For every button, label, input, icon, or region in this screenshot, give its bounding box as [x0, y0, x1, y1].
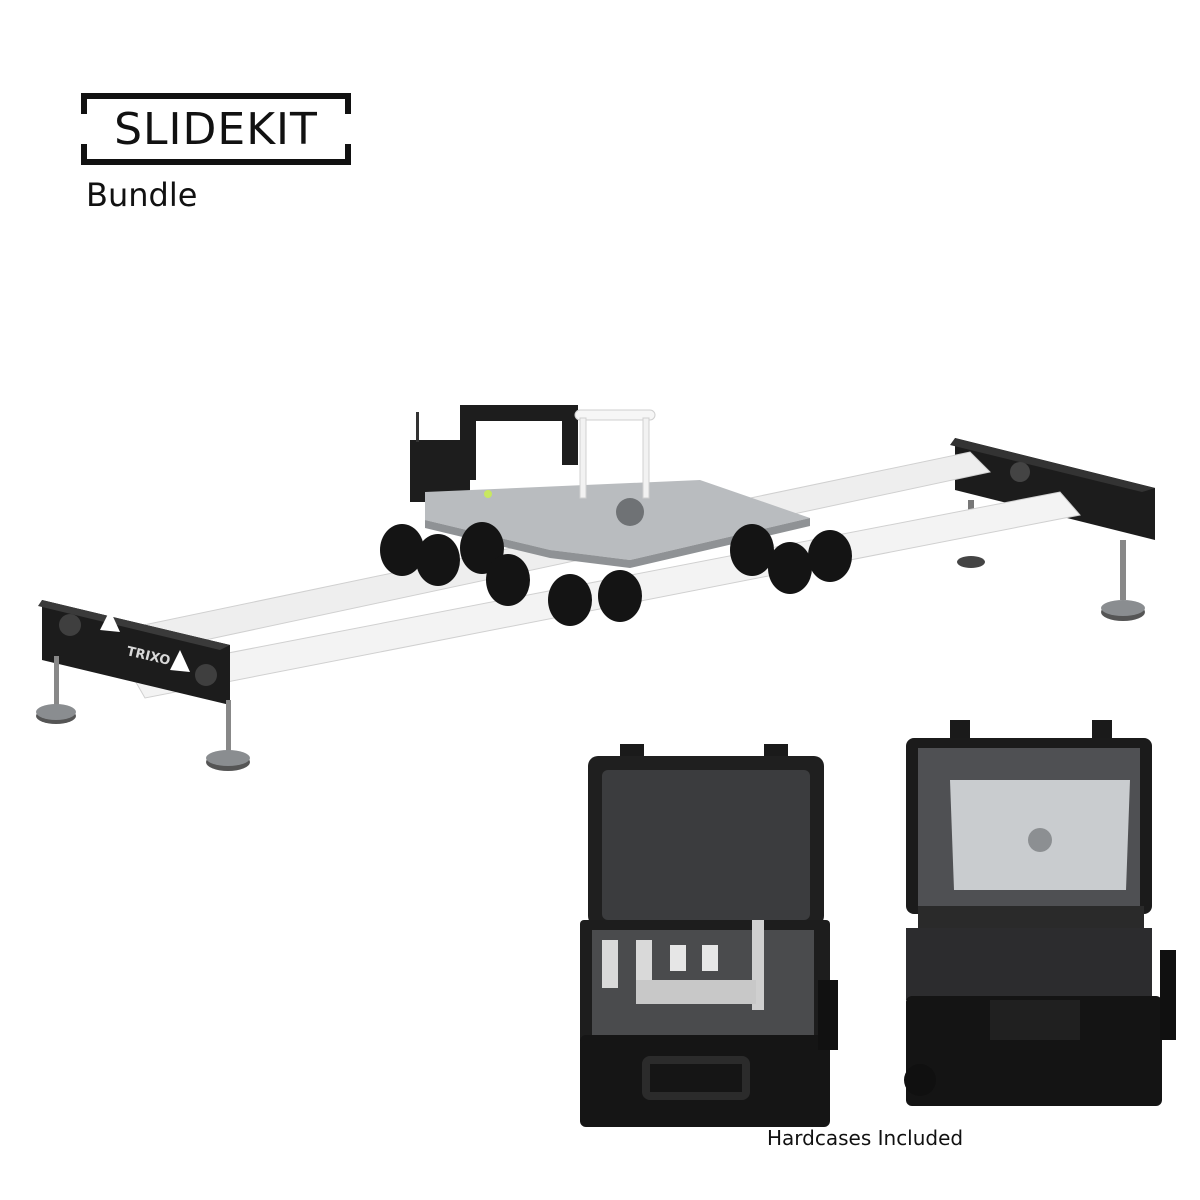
- slider-carriage: [410, 405, 810, 568]
- logo-frame: [81, 93, 351, 165]
- slider-front-end-block: TRIXO: [36, 600, 250, 771]
- logo-subtitle: Bundle: [86, 176, 198, 214]
- hardcase-packed-image: [904, 720, 1176, 1106]
- hardcases-caption: Hardcases Included: [767, 1126, 964, 1150]
- logo-title: SLIDEKIT: [114, 103, 318, 155]
- slider-back-end-block: [950, 438, 1155, 621]
- slider-wheels: [380, 522, 852, 626]
- brand-logo: SLIDEKIT: [80, 92, 352, 166]
- hardcase-open-image: [580, 744, 838, 1127]
- slider-rig-image: TRIXO: [36, 405, 1155, 771]
